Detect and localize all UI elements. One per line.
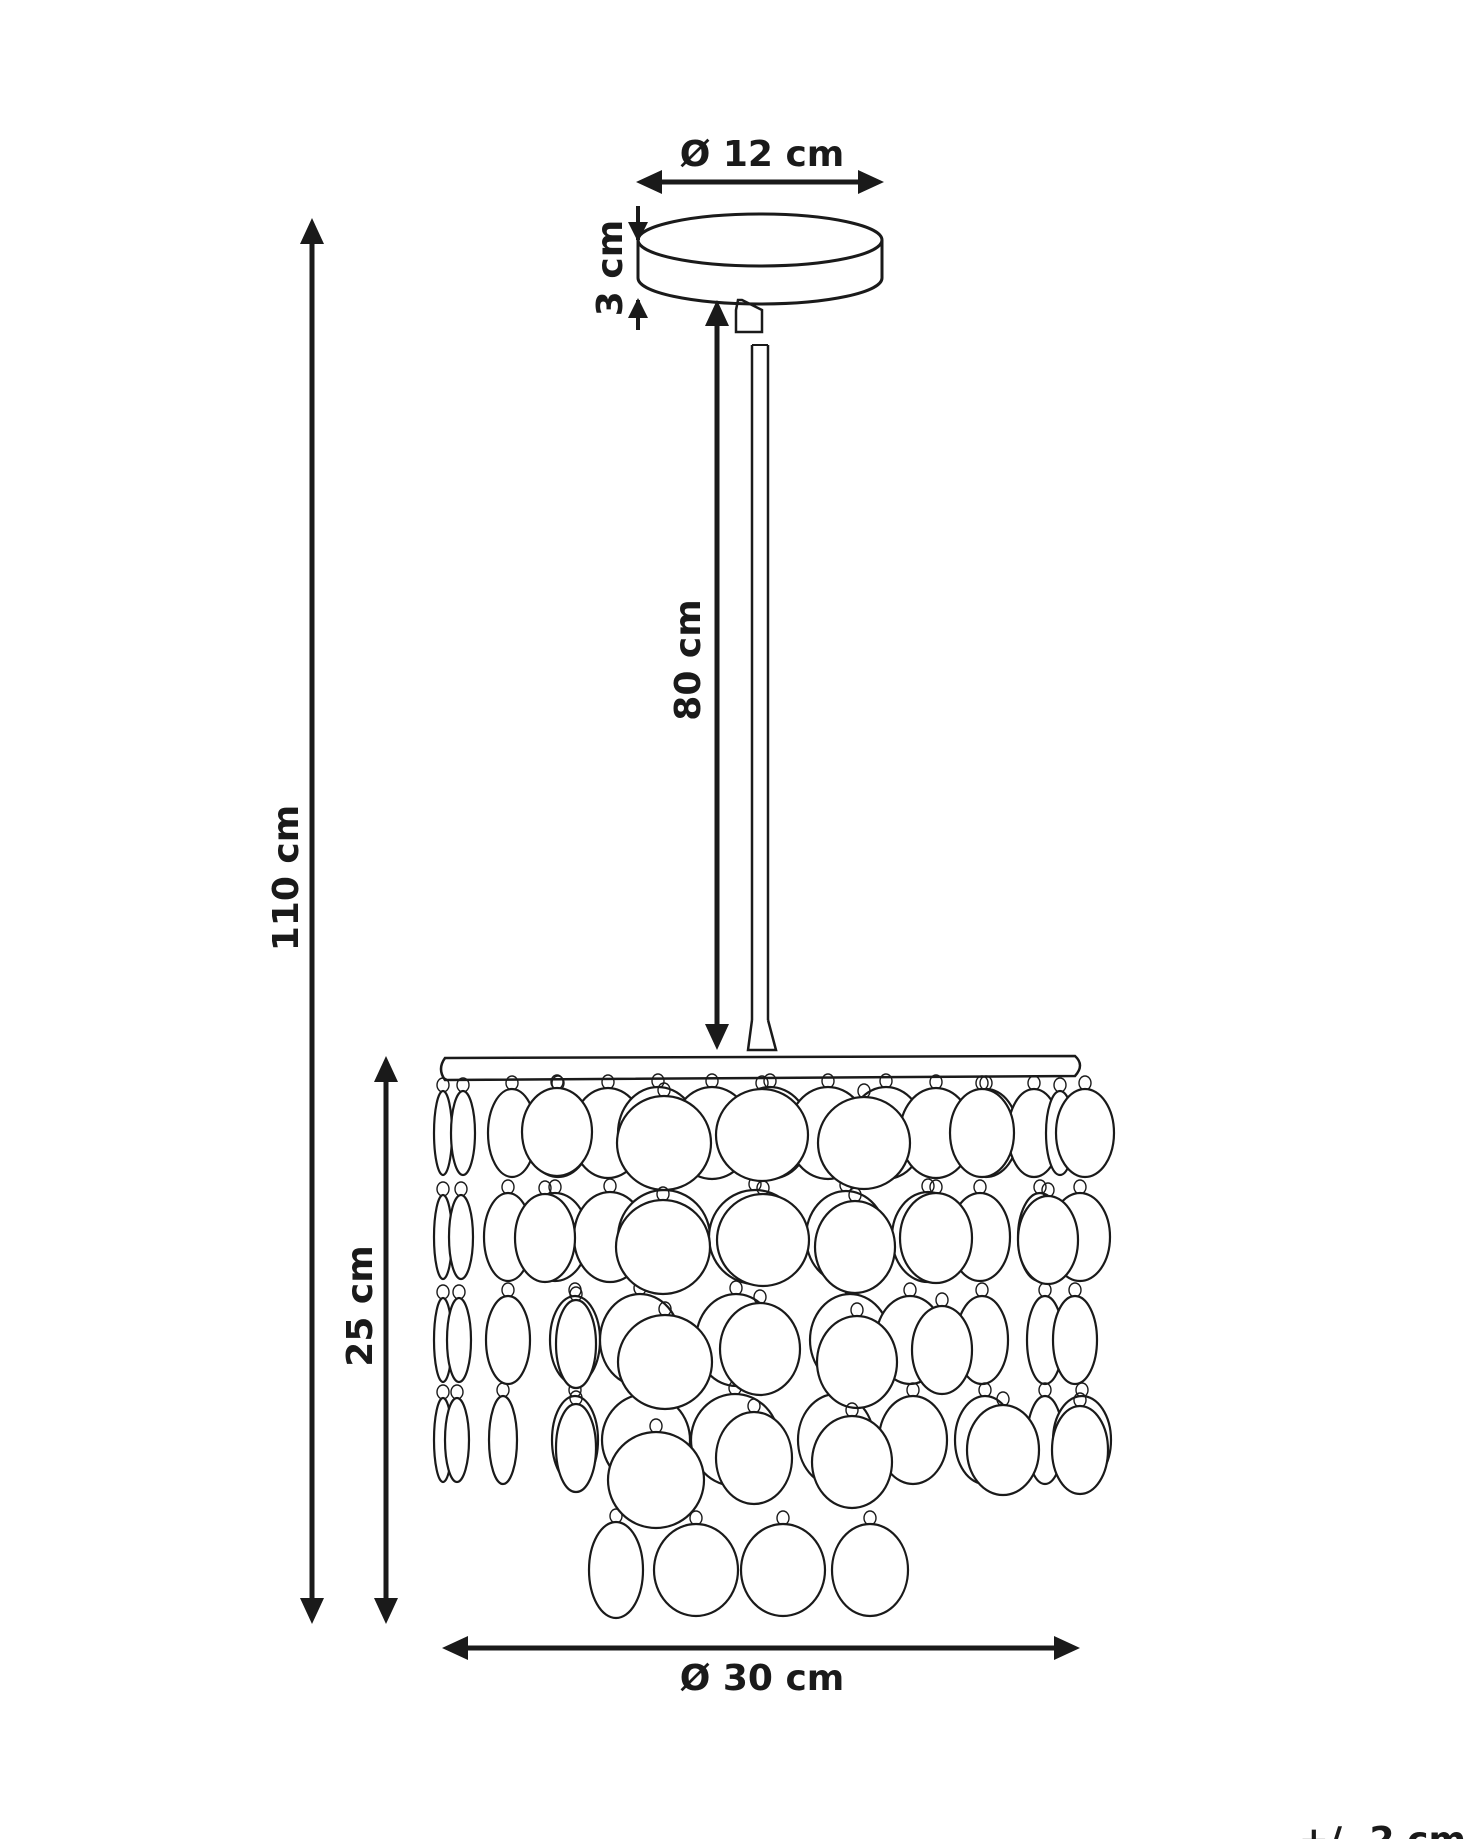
shell-disc xyxy=(606,1430,706,1530)
shade-top-ring xyxy=(439,1054,1082,1082)
total-height-dimension: 110 cm xyxy=(266,218,324,1624)
shell-disc xyxy=(1016,1194,1080,1286)
shell-disc xyxy=(815,1314,899,1410)
shell-disc xyxy=(898,1191,974,1285)
shell-disc xyxy=(616,1313,714,1411)
shell-disc xyxy=(447,1193,475,1281)
shade-height-label: 25 cm xyxy=(340,1245,381,1366)
shell-disc xyxy=(1051,1294,1099,1386)
shell-disc xyxy=(587,1520,645,1620)
shell-disc xyxy=(614,1198,712,1296)
canopy-diameter-label: Ø 12 cm xyxy=(680,134,845,175)
shell-disc xyxy=(910,1304,974,1396)
shell-disc xyxy=(615,1094,713,1192)
shell-disc xyxy=(714,1087,810,1183)
rod-length-label: 80 cm xyxy=(668,599,709,720)
shell-disc xyxy=(718,1301,802,1397)
shell-disc xyxy=(948,1087,1016,1179)
shell-disc xyxy=(739,1522,827,1618)
shell-disc xyxy=(449,1089,477,1177)
shell-disc xyxy=(652,1522,740,1618)
rod-length-dimension: 80 cm xyxy=(668,300,729,1050)
total-height-label: 110 cm xyxy=(266,805,307,952)
shell-disc xyxy=(1054,1087,1116,1179)
shell-disc xyxy=(487,1394,519,1486)
shell-disc xyxy=(810,1414,894,1510)
shell-disc xyxy=(554,1298,598,1390)
suspension-rod xyxy=(734,298,778,1052)
shell-disc xyxy=(432,1089,454,1177)
shell-disc xyxy=(513,1192,577,1284)
shell-disc xyxy=(715,1192,811,1288)
shade-height-dimension: 25 cm xyxy=(340,1056,398,1624)
shell-disc xyxy=(816,1095,912,1191)
shell-disc xyxy=(965,1403,1041,1497)
shell-disc xyxy=(484,1294,532,1386)
shell-disc xyxy=(714,1410,794,1506)
tolerance-note: +/- 2 cm xyxy=(1299,1820,1466,1839)
shade-diameter-dimension: Ø 30 cm xyxy=(442,1636,1080,1699)
canopy-diameter-dimension: Ø 12 cm xyxy=(636,134,884,194)
ceiling-canopy xyxy=(636,212,884,306)
shell-disc xyxy=(554,1402,598,1494)
shell-disc xyxy=(830,1522,910,1618)
shell-disc xyxy=(813,1199,897,1295)
canopy-height-dimension: 3 cm xyxy=(590,206,648,330)
shell-disc xyxy=(520,1086,594,1178)
canopy-height-label: 3 cm xyxy=(590,220,631,316)
shell-disc xyxy=(443,1396,471,1484)
shell-disc xyxy=(1050,1404,1110,1496)
shade-diameter-label: Ø 30 cm xyxy=(680,1658,845,1699)
shell-discs xyxy=(432,1073,1116,1620)
shell-disc xyxy=(445,1296,473,1384)
